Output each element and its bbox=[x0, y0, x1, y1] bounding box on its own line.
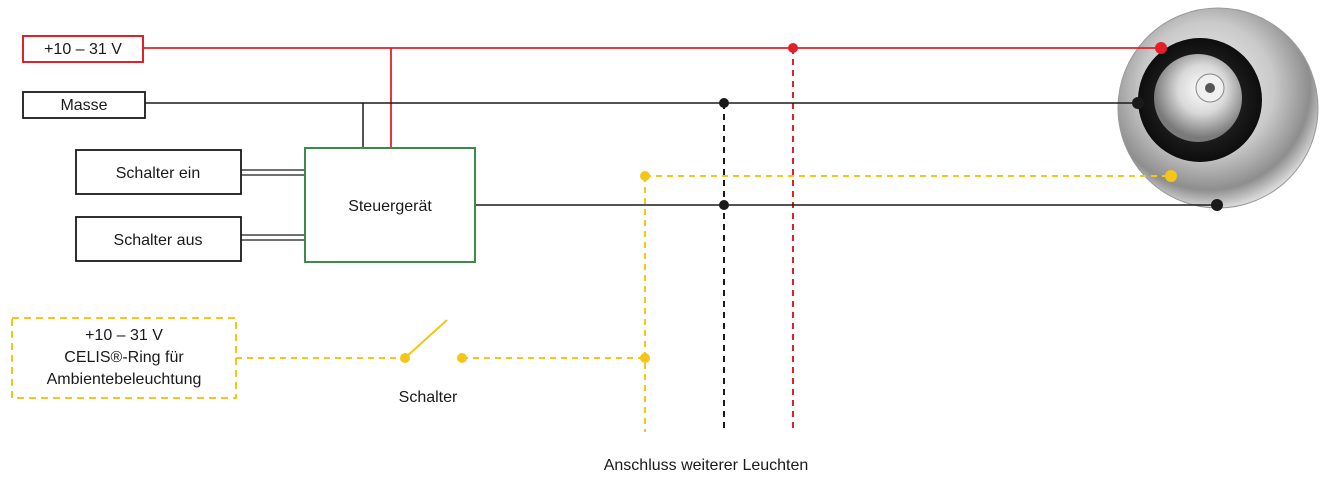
switch-on-box bbox=[75, 149, 242, 195]
switch-label: Schalter bbox=[399, 389, 458, 406]
ground-box bbox=[22, 91, 146, 119]
ground-label: Masse bbox=[60, 97, 107, 114]
ground-wiring bbox=[145, 97, 1223, 432]
ambient-terminal-dot bbox=[1165, 170, 1177, 182]
controller-label: Steuergerät bbox=[348, 198, 432, 215]
supply-box bbox=[22, 35, 144, 63]
more-lights-label: Anschluss weiterer Leuchten bbox=[604, 457, 809, 474]
ambient-label-line2: CELIS®-Ring für bbox=[64, 349, 184, 366]
ground-terminal-dot bbox=[1132, 97, 1144, 109]
switch-input-wiring bbox=[241, 169, 305, 241]
supply-wiring bbox=[143, 42, 1167, 432]
ambient-label-line3: Ambientebeleuchtung bbox=[47, 371, 202, 388]
ambient-label-line1: +10 – 31 V bbox=[85, 327, 163, 344]
ambient-wiring bbox=[236, 170, 1177, 432]
ground-junction-dot bbox=[719, 98, 729, 108]
supply-junction-dot bbox=[788, 43, 798, 53]
supply-terminal-dot bbox=[1155, 42, 1167, 54]
supply-label: +10 – 31 V bbox=[44, 41, 122, 58]
controller-box bbox=[304, 147, 476, 263]
switch-lever bbox=[404, 319, 448, 359]
control-junction-dot bbox=[719, 200, 729, 210]
switch-off-box bbox=[75, 216, 242, 262]
switch-on-label: Schalter ein bbox=[116, 165, 201, 182]
ambient-box bbox=[11, 317, 237, 399]
switch-off-label: Schalter aus bbox=[114, 232, 203, 249]
luminaire-image bbox=[1117, 7, 1319, 209]
control-terminal-dot bbox=[1211, 199, 1223, 211]
